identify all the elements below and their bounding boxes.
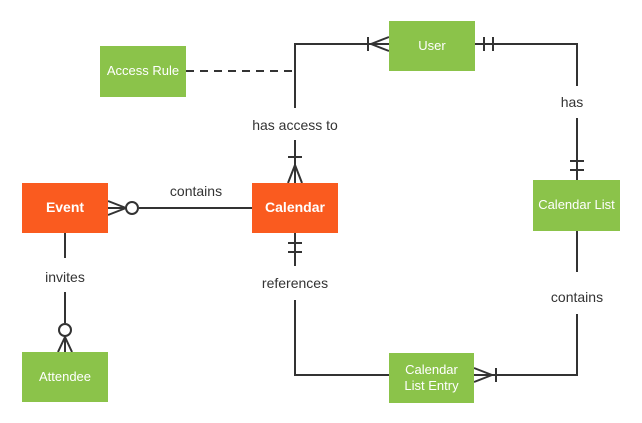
- crows-foot-many-icon: [287, 164, 303, 184]
- crows-foot-many-icon: [107, 200, 127, 216]
- entity-calendar-list-entry: Calendar List Entry: [389, 353, 474, 403]
- entity-access-rule: Access Rule: [100, 46, 186, 97]
- relationship-label-invites: invites: [42, 269, 88, 285]
- entity-event: Event: [22, 183, 108, 233]
- relationship-label-has: has: [557, 94, 587, 110]
- connector-user-calendarlist-upper: [474, 43, 578, 86]
- relationship-label-contains-event-calendar: contains: [166, 183, 226, 199]
- crows-foot-many-icon: [57, 336, 73, 353]
- connector-calendar-user-upper: [294, 43, 389, 108]
- cardinality-zero-circle: [125, 201, 139, 215]
- relationship-label-references: references: [258, 275, 332, 291]
- crows-foot-many-icon: [370, 36, 390, 52]
- entity-attendee: Attendee: [22, 352, 108, 402]
- cardinality-one-and-only-one-ticks: [570, 160, 584, 171]
- cardinality-zero-circle: [58, 323, 72, 337]
- connector-calendarlist-entry-lower: [474, 314, 578, 376]
- entity-calendar: Calendar: [252, 183, 338, 233]
- entity-user: User: [389, 21, 475, 71]
- relationship-label-contains-calendarlist-entry: contains: [547, 289, 607, 305]
- cardinality-one-and-only-one-ticks: [288, 242, 302, 253]
- crows-foot-many-icon: [473, 367, 493, 383]
- relationship-label-has-access-to: has access to: [249, 117, 341, 133]
- connector-calendar-entry-lower: [294, 300, 389, 376]
- entity-calendar-list: Calendar List: [533, 180, 620, 231]
- cardinality-one-and-only-one-ticks: [483, 37, 494, 51]
